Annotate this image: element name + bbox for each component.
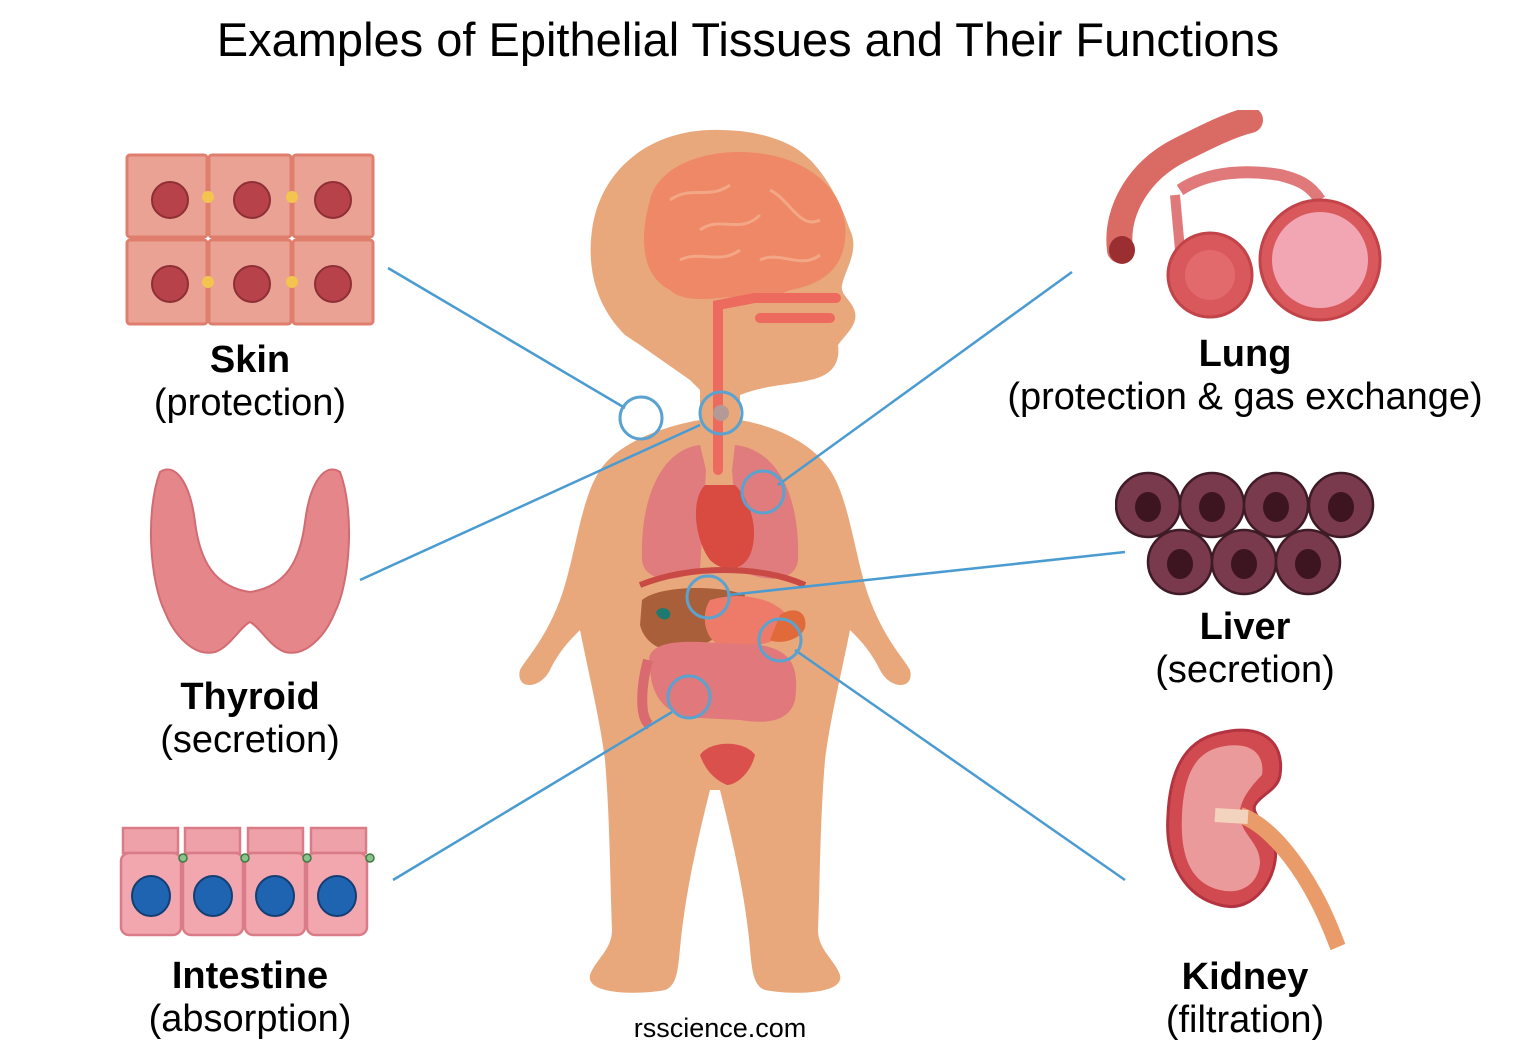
lung-alveoli-icon [1106, 110, 1382, 322]
label-liver: Liver (secretion) [1100, 608, 1390, 689]
tissue-function: (secretion) [160, 719, 340, 761]
heart [695, 485, 755, 569]
kidney-icon [1166, 728, 1346, 950]
tissue-function: (filtration) [1165, 999, 1325, 1041]
label-lung: Lung (protection & gas exchange) [960, 335, 1530, 416]
label-thyroid: Thyroid (secretion) [100, 678, 400, 759]
tissue-name: Thyroid [180, 676, 320, 718]
tissue-name: Liver [1199, 606, 1291, 648]
skin-cells-icon [125, 153, 375, 326]
intestine-cells-icon [119, 826, 375, 937]
label-intestine: Intestine (absorption) [100, 957, 400, 1038]
intestines [637, 641, 797, 730]
liver-cells-icon [1115, 471, 1375, 596]
tissue-function: (protection & gas exchange) [1007, 376, 1483, 418]
tissue-name: Kidney [1181, 956, 1309, 998]
source-credit: rsscience.com [633, 1013, 807, 1043]
label-skin: Skin (protection) [100, 341, 400, 422]
airway [713, 293, 841, 475]
bladder [700, 743, 755, 785]
tissue-function: (secretion) [1155, 649, 1335, 691]
thyroid-icon [149, 468, 351, 654]
target-circles [618, 390, 803, 720]
gallbladder [656, 608, 671, 620]
tissue-function: (absorption) [148, 998, 352, 1040]
brain-icon [644, 152, 846, 300]
tissue-name: Intestine [171, 955, 329, 997]
page-title: Examples of Epithelial Tissues and Their… [216, 13, 1280, 66]
connector-lines [359, 266, 1126, 882]
label-kidney: Kidney (filtration) [1100, 958, 1390, 1039]
tissue-name: Lung [1198, 333, 1292, 375]
tissue-function: (protection) [153, 382, 347, 424]
tissue-name: Skin [209, 339, 291, 381]
